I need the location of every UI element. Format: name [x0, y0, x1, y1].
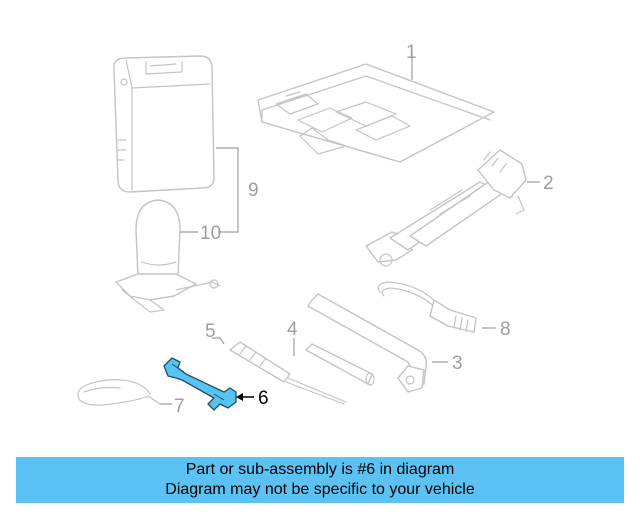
part-1-tool-tray [257, 63, 495, 163]
callout-2: 2 [543, 173, 554, 194]
part-3-lug-wrench [307, 293, 428, 393]
callout-8: 8 [500, 319, 511, 340]
callout-7: 7 [174, 396, 185, 417]
part-7-cable [77, 379, 161, 406]
callout-1: 1 [406, 42, 417, 63]
callout-9: 9 [248, 180, 259, 201]
part-9-tool-bag [113, 55, 215, 193]
part-8-towing-eye [377, 281, 477, 333]
banner-disclaimer: Diagram may not be specific to your vehi… [165, 481, 475, 498]
callout-5: 5 [205, 321, 216, 342]
callout-6: 6 [258, 388, 269, 409]
part-2-jack [365, 149, 527, 267]
banner-part-note: Part or sub-assembly is #6 in diagram [185, 461, 455, 478]
part-5-screwdriver [229, 341, 347, 405]
callout-10: 10 [200, 223, 221, 244]
info-banner: Part or sub-assembly is #6 in diagram Di… [16, 457, 624, 503]
callout-4: 4 [287, 319, 298, 340]
leader-lines [160, 50, 540, 405]
part-4-extension [305, 343, 375, 386]
parts-diagram: 1 2 3 4 5 6 7 8 9 10 [77, 42, 554, 417]
jack-base-handle [115, 273, 221, 313]
part-6-wrench[interactable] [163, 357, 237, 411]
part-10-jack-bag [135, 199, 181, 285]
callout-3: 3 [452, 353, 463, 374]
